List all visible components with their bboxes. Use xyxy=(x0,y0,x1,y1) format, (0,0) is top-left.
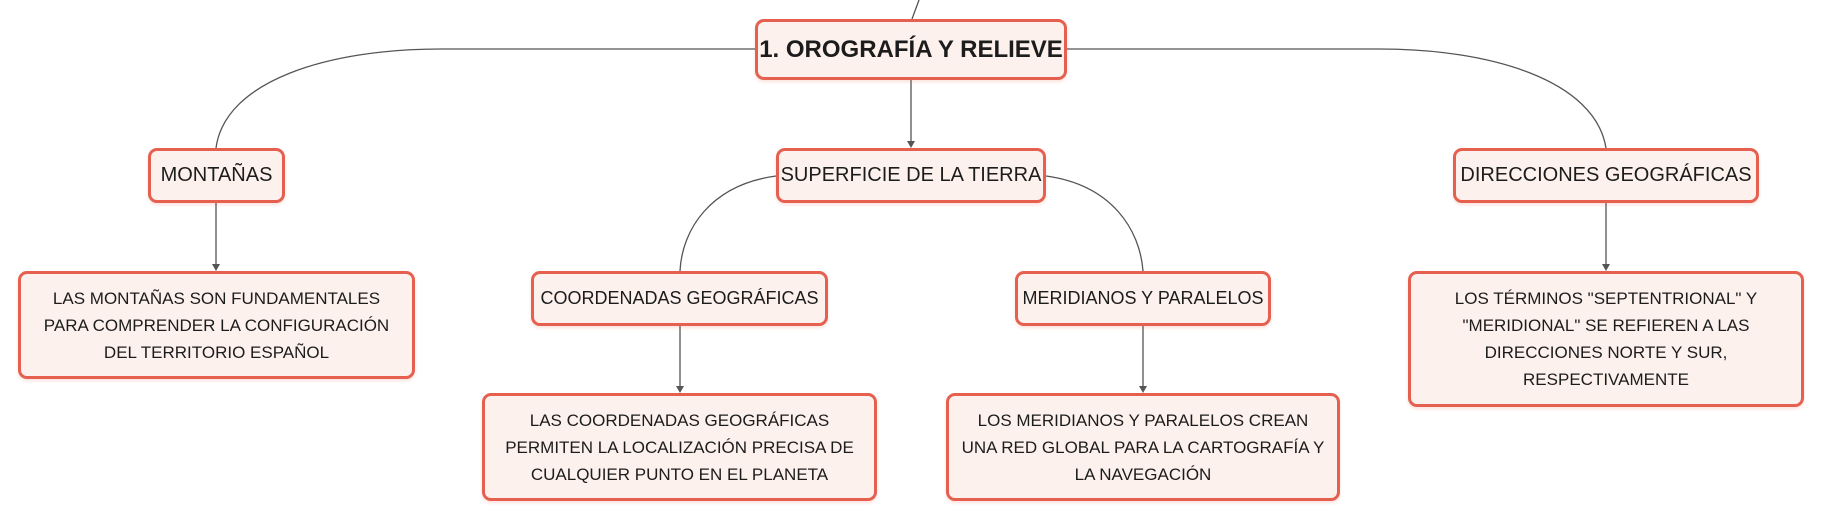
node-direcciones-geograficas[interactable]: DIRECCIONES GEOGRÁFICAS xyxy=(1453,148,1759,203)
arrowhead-montanas-detail xyxy=(212,264,220,271)
connector-root-direcciones xyxy=(1067,48,1607,149)
root-node-label: 1. OROGRAFÍA Y RELIEVE xyxy=(759,35,1063,63)
node-superficie-de-la-tierra[interactable]: SUPERFICIE DE LA TIERRA xyxy=(776,148,1046,203)
detail-node-montanas[interactable]: LAS MONTAÑAS SON FUNDAMENTALES PARA COMP… xyxy=(18,271,415,379)
node-superficie-label: SUPERFICIE DE LA TIERRA xyxy=(780,164,1042,186)
arrowhead-direcciones-detail xyxy=(1602,264,1610,271)
connector-root-montanas xyxy=(215,48,755,149)
detail-node-coordenadas[interactable]: LAS COORDENADAS GEOGRÁFICAS PERMITEN LA … xyxy=(482,393,877,501)
node-coordenadas-geograficas[interactable]: COORDENADAS GEOGRÁFICAS xyxy=(531,271,828,326)
root-node[interactable]: 1. OROGRAFÍA Y RELIEVE xyxy=(755,19,1067,80)
connector-superficie-meridianos xyxy=(1045,175,1144,272)
node-direcciones-label: DIRECCIONES GEOGRÁFICAS xyxy=(1460,164,1752,186)
detail-node-direcciones[interactable]: LOS TÉRMINOS "SEPTENTRIONAL" Y "MERIDION… xyxy=(1408,271,1804,407)
connector-superficie-coordenadas xyxy=(679,175,777,272)
detail-node-meridianos[interactable]: LOS MERIDIANOS Y PARALELOS CREAN UNA RED… xyxy=(946,393,1340,501)
node-meridianos-label: MERIDIANOS Y PARALELOS xyxy=(1022,288,1264,308)
arrowhead-coordenadas-detail xyxy=(676,386,684,393)
detail-coordenadas-text: LAS COORDENADAS GEOGRÁFICAS PERMITEN LA … xyxy=(505,410,854,484)
detail-meridianos-text: LOS MERIDIANOS Y PARALELOS CREAN UNA RED… xyxy=(961,410,1325,484)
node-coordenadas-label: COORDENADAS GEOGRÁFICAS xyxy=(540,288,819,308)
connector-root-incoming xyxy=(911,0,920,20)
detail-direcciones-text: LOS TÉRMINOS "SEPTENTRIONAL" Y "MERIDION… xyxy=(1454,289,1758,389)
arrowhead-superficie xyxy=(907,141,915,148)
arrowhead-meridianos-detail xyxy=(1139,386,1147,393)
node-montanas-label: MONTAÑAS xyxy=(160,164,273,186)
node-meridianos-y-paralelos[interactable]: MERIDIANOS Y PARALELOS xyxy=(1015,271,1271,326)
node-montanas[interactable]: MONTAÑAS xyxy=(148,148,285,203)
detail-montanas-text: LAS MONTAÑAS SON FUNDAMENTALES PARA COMP… xyxy=(43,288,390,362)
